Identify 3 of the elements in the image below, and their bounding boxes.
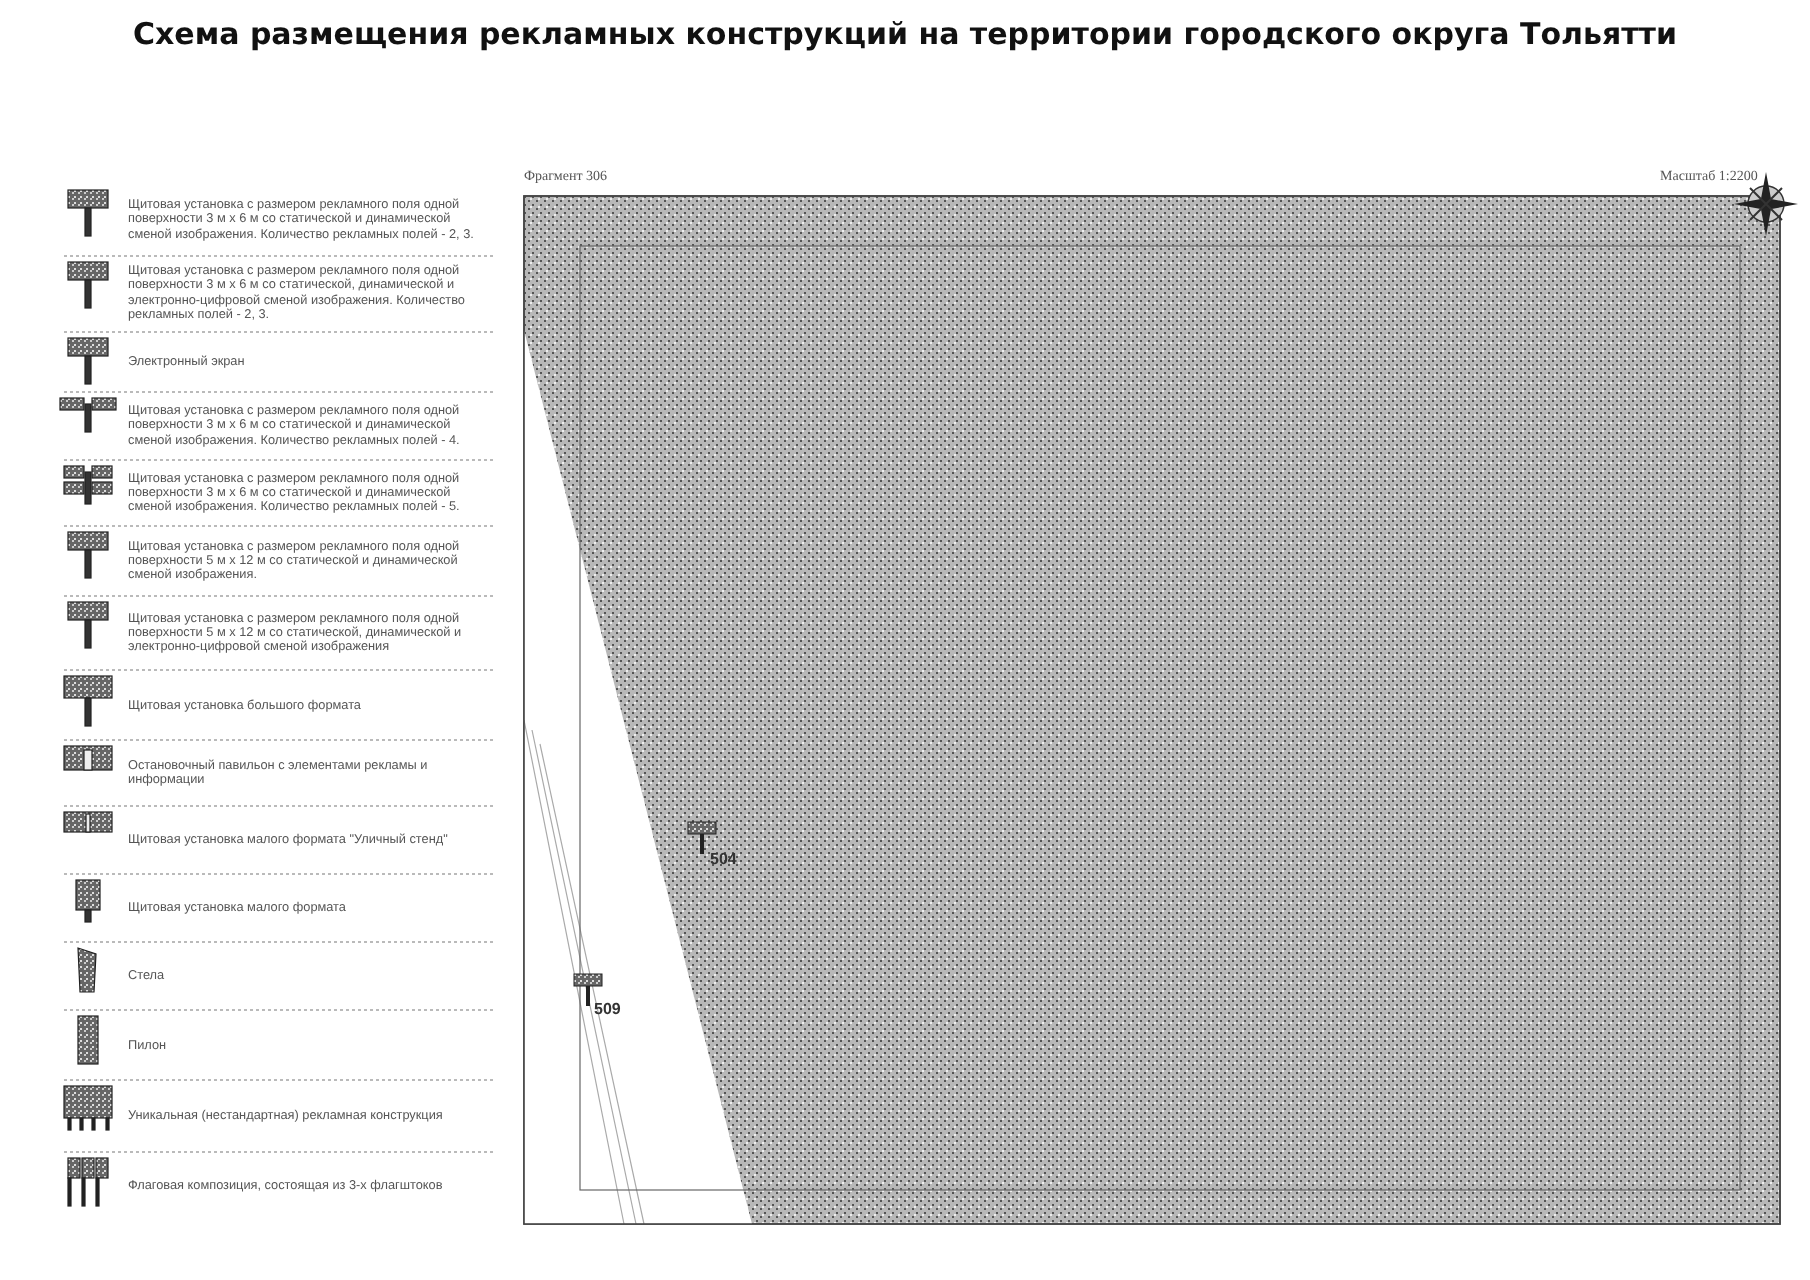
sign-number: 504 — [710, 850, 737, 868]
diagram-title: Схема размещения рекламных конструкций на территории городского округа Тольятти — [130, 16, 1680, 52]
sign-number: 509 — [594, 1000, 621, 1018]
